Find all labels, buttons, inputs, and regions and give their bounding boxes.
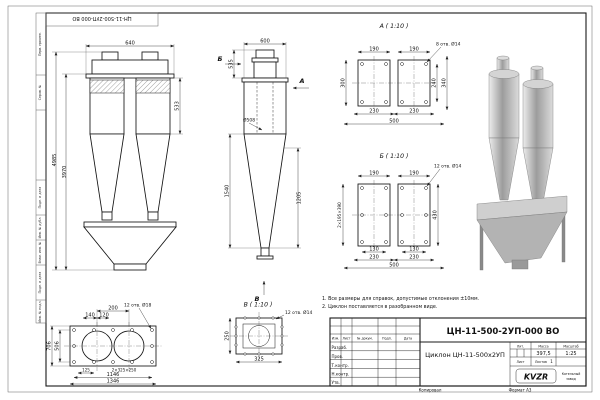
margin-label-inv-podl: Инв. № подл.: [38, 301, 42, 323]
tb-label-list: Лист: [516, 360, 524, 364]
section-b-190r: 190: [409, 170, 419, 176]
company-logo-frame: [515, 368, 557, 384]
tb-label-listov: Листов: [535, 360, 547, 364]
bottom-dim-706: 706: [47, 341, 53, 351]
detail-v-title: В ( 1:10 ): [244, 302, 273, 309]
footer-labels: Копировал Формат А3: [419, 388, 532, 393]
section-a-340: 340: [442, 78, 448, 88]
top-stamp: ЦН-11-500-2УП-000 ВО: [45, 12, 159, 27]
bottom-dim-120: 120: [99, 313, 109, 319]
tb-org-line2: завод: [566, 377, 576, 381]
section-a-190r: 190: [409, 46, 419, 52]
tb-header-izm: Изм.: [332, 337, 340, 341]
section-b-title: Б ( 1:10 ): [380, 153, 409, 160]
side-view: 600 535 Ø508 1540 1205 Б А В: [218, 39, 309, 303]
render-3d: [476, 55, 568, 271]
tb-label-massa: Масса: [538, 344, 548, 348]
front-dim-640: 640: [125, 40, 135, 46]
marker-a: А: [298, 77, 304, 85]
tb-row-prov: Пров.: [332, 354, 344, 359]
inlet-hatch-right: [135, 79, 171, 94]
marker-v: В: [255, 295, 260, 303]
bottom-dim-1146: 1146: [107, 372, 120, 378]
side-dim-d508: Ø508: [243, 117, 255, 124]
detail-v: В ( 1:10 ) 12 отв. Ø14 325 250: [225, 302, 312, 364]
notes: 1. Все размеры для справок, допустимые о…: [322, 296, 479, 310]
tb-designation: ЦН-11-500-2УП-000 ВО: [447, 327, 560, 337]
bottom-view: 12 отв. Ø18 200 140 120 506 706 125 2×32…: [47, 302, 162, 386]
section-a-500: 500: [389, 118, 399, 124]
section-a: А ( 1:10 ) 8 отв. Ø14 190 190 300 240 34…: [341, 23, 461, 126]
side-dim-1540: 1540: [225, 185, 231, 198]
tb-row-nkontr: Н.контр.: [332, 372, 350, 377]
section-b-flange: 2×195×390: [337, 202, 342, 228]
front-dim-3970: 3970: [62, 166, 68, 179]
section-b-190l: 190: [369, 170, 379, 176]
bottom-dim-140: 140: [85, 313, 95, 319]
bottom-dim-506: 506: [55, 341, 61, 351]
bottom-dim-200: 200: [108, 306, 118, 312]
section-b-holes: 12 отв. Ø14: [434, 163, 461, 170]
note-1: 1. Все размеры для справок, допустимые о…: [322, 296, 479, 302]
title-block: Изм. Лист № докум. Подп. Дата Разраб. Пр…: [329, 317, 587, 387]
section-a-190l: 190: [369, 46, 379, 52]
inlet-hatch-left: [89, 79, 125, 94]
section-b-130r: 130: [409, 246, 419, 252]
bottom-dim-125: 125: [82, 368, 90, 373]
tb-row-tkontr: Т.контр.: [331, 363, 349, 368]
section-a-240: 240: [432, 78, 438, 88]
format-label: Формат А3: [509, 388, 532, 393]
bottom-holes: 12 отв. Ø18: [124, 302, 151, 309]
front-dim-4985: 4985: [52, 154, 58, 167]
margin-label-podp1: Подп. и дата: [38, 187, 42, 209]
section-b-230l: 230: [369, 254, 379, 260]
section-a-holes: 8 отв. Ø14: [436, 41, 461, 48]
note-2: 2. Циклон поставляется в разобранном вид…: [322, 304, 437, 310]
top-stamp-text: ЦН-11-500-2УП-000 ВО: [72, 15, 131, 21]
section-a-230l: 230: [369, 108, 379, 114]
section-a-230r: 230: [409, 108, 419, 114]
tb-org-line1: Котельный: [562, 372, 581, 376]
tb-row-utv: Утв.: [332, 380, 340, 385]
tb-scale-value: 1:25: [565, 351, 576, 357]
section-b-500: 500: [389, 262, 399, 268]
tb-header-data: Дата: [404, 337, 412, 341]
tb-header-podp: Подп.: [382, 337, 392, 341]
tb-label-lit: Лит.: [517, 344, 524, 348]
margin-label-podp2: Подп. и дата: [38, 272, 42, 294]
margin-column: Перв. примен. Справ. № Подп. и дата Инв.…: [35, 12, 47, 324]
margin-label-inv-dubl: Инв. № дубл.: [38, 217, 42, 239]
detail-v-holes: 12 отв. Ø14: [285, 309, 312, 316]
tb-mass-value: 397,5: [536, 351, 550, 357]
detail-v-250: 250: [225, 331, 231, 341]
tb-header-doc: № докум.: [357, 337, 373, 341]
tb-label-masshtab: Масштаб: [563, 344, 578, 348]
section-b-430: 430: [433, 210, 439, 220]
margin-label-vzam: Взам. инв. №: [38, 241, 42, 263]
margin-label-perv: Перв. примен.: [38, 32, 42, 56]
bottom-dim-1346: 1346: [107, 379, 120, 385]
section-b: Б ( 1:10 ) 12 отв. Ø14 190 190 2×195×390…: [337, 153, 461, 270]
front-dim-533: 533: [175, 101, 181, 111]
company-logo: KVZR: [524, 372, 548, 381]
section-a-title: А ( 1:10 ): [379, 23, 409, 30]
side-dim-1205: 1205: [297, 192, 303, 205]
bottom-dim-flange: 2×325×250: [112, 368, 137, 373]
margin-label-sprav: Справ. №: [38, 84, 42, 100]
section-b-130l: 130: [369, 246, 379, 252]
marker-b: Б: [218, 55, 223, 63]
section-b-230r: 230: [409, 254, 419, 260]
side-dim-600: 600: [260, 39, 270, 45]
tb-name: Циклон ЦН-11-500х2УП: [425, 351, 505, 359]
detail-v-325: 325: [254, 357, 264, 363]
tb-sheets-value: 1: [550, 359, 553, 364]
tb-header-list: Лист: [342, 337, 350, 341]
section-a-300: 300: [341, 78, 347, 88]
copied-label: Копировал: [419, 388, 442, 393]
tb-row-razrab: Разраб.: [332, 345, 348, 350]
front-view: 640 4985 3970 533: [52, 40, 183, 271]
